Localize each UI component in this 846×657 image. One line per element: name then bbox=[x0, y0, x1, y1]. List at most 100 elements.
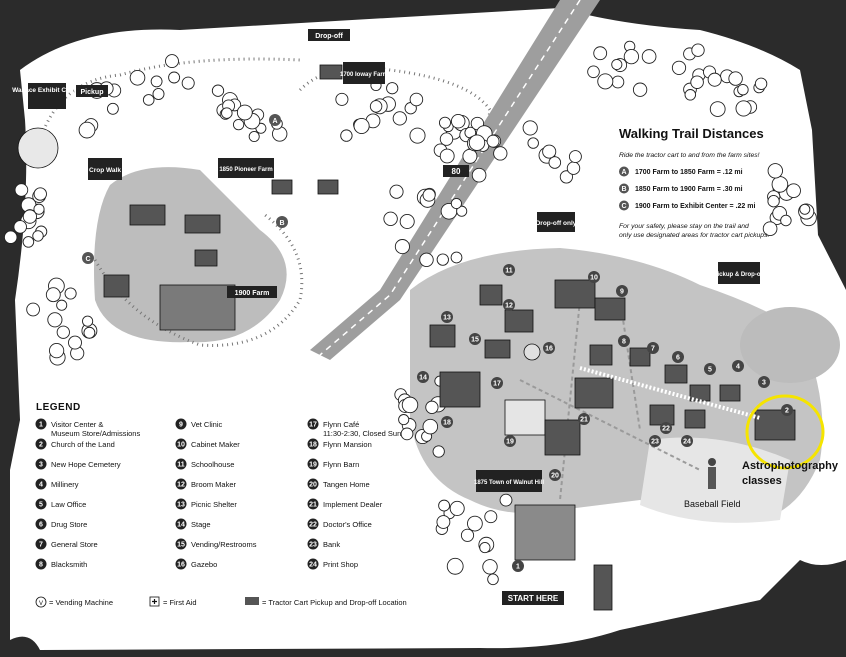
tree bbox=[386, 82, 399, 95]
building bbox=[129, 204, 166, 226]
map-number-badge bbox=[512, 560, 524, 572]
map-number: 5 bbox=[708, 367, 712, 374]
walking-trail-note-2: only use designated areas for tractor ca… bbox=[619, 232, 769, 239]
tree bbox=[460, 528, 475, 542]
map-number-badge bbox=[781, 404, 793, 416]
building bbox=[194, 249, 218, 267]
crop-walk-sign-text: Crop Walk bbox=[89, 167, 121, 174]
trail-marker-a bbox=[269, 114, 281, 126]
legend-label: Millinery bbox=[51, 480, 79, 489]
tractor-icon bbox=[245, 597, 259, 605]
visitor-center bbox=[514, 504, 576, 561]
map-number: 16 bbox=[545, 346, 553, 353]
legend-number: 16 bbox=[177, 562, 185, 569]
legend-number-badge bbox=[307, 418, 319, 430]
legend-number: 3 bbox=[39, 462, 43, 469]
gazebo bbox=[523, 343, 541, 361]
tree bbox=[484, 510, 498, 524]
map-number: 22 bbox=[662, 426, 670, 433]
trail-row-marker bbox=[619, 166, 629, 177]
legend-number: 13 bbox=[177, 502, 185, 509]
tree bbox=[471, 167, 487, 183]
tree bbox=[13, 220, 27, 234]
start-here-sign bbox=[502, 591, 564, 605]
building bbox=[479, 284, 503, 306]
tree bbox=[450, 113, 466, 129]
trail-marker-b bbox=[276, 216, 288, 228]
map-number: 8 bbox=[622, 339, 626, 346]
map-number-badge bbox=[618, 335, 630, 347]
trail-marker-c bbox=[82, 252, 94, 264]
tree bbox=[438, 116, 452, 129]
tree bbox=[456, 205, 468, 217]
legend-number: 7 bbox=[39, 542, 43, 549]
map-number-badge bbox=[417, 371, 429, 383]
tree bbox=[709, 101, 726, 117]
tree bbox=[419, 252, 434, 268]
trail-a bbox=[38, 57, 301, 141]
legend-label: Tangen Home bbox=[323, 480, 370, 489]
trail-row-text: 1900 Farm to Exhibit Center = .22 mi bbox=[635, 203, 755, 210]
player-figure-body bbox=[708, 467, 716, 489]
building bbox=[574, 377, 614, 409]
tree bbox=[462, 148, 478, 164]
dropoff-top-sign bbox=[308, 29, 350, 41]
legend-number-badge bbox=[35, 418, 47, 430]
legend-vending: = Vending Machine bbox=[49, 598, 113, 607]
legend-label: Flynn Barn bbox=[323, 460, 359, 469]
tree bbox=[767, 195, 780, 208]
legend-label: Broom Maker bbox=[191, 480, 237, 489]
legend-tractor: = Tractor Cart Pickup and Drop-off Locat… bbox=[262, 598, 407, 607]
legend-number-badge bbox=[175, 438, 187, 450]
map-number: 19 bbox=[506, 439, 514, 446]
legend-number-badge bbox=[307, 518, 319, 530]
tree bbox=[409, 92, 424, 107]
map-number-badge bbox=[503, 264, 515, 276]
tree bbox=[47, 312, 63, 328]
legend-number-badge bbox=[307, 458, 319, 470]
tree bbox=[181, 76, 195, 90]
player-figure-head bbox=[708, 458, 716, 466]
tree bbox=[707, 72, 722, 87]
map-number: 18 bbox=[443, 420, 451, 427]
building bbox=[103, 274, 130, 298]
buildings bbox=[17, 64, 796, 611]
tree bbox=[548, 156, 562, 169]
tree bbox=[33, 203, 45, 215]
tree bbox=[22, 236, 35, 248]
tree bbox=[221, 107, 233, 119]
tree bbox=[68, 335, 82, 350]
legend-number: 18 bbox=[309, 442, 317, 449]
legend-label: Print Shop bbox=[323, 560, 358, 569]
tree bbox=[611, 58, 623, 71]
tree bbox=[425, 400, 439, 414]
building bbox=[439, 371, 481, 408]
tree bbox=[383, 211, 398, 227]
legend-number-badge bbox=[35, 498, 47, 510]
tree bbox=[771, 176, 789, 193]
tree bbox=[786, 183, 801, 199]
building bbox=[319, 64, 343, 80]
barn-1900 bbox=[159, 284, 236, 331]
legend-number: 23 bbox=[309, 542, 317, 549]
tree bbox=[32, 230, 44, 242]
building bbox=[504, 309, 534, 333]
map-number-badge bbox=[441, 416, 453, 428]
tree bbox=[56, 299, 68, 311]
highlight-circle bbox=[745, 394, 825, 470]
building bbox=[484, 339, 511, 359]
tree bbox=[150, 75, 163, 88]
legend-number-badge bbox=[35, 538, 47, 550]
map-number-badge bbox=[441, 311, 453, 323]
tree bbox=[83, 326, 96, 339]
